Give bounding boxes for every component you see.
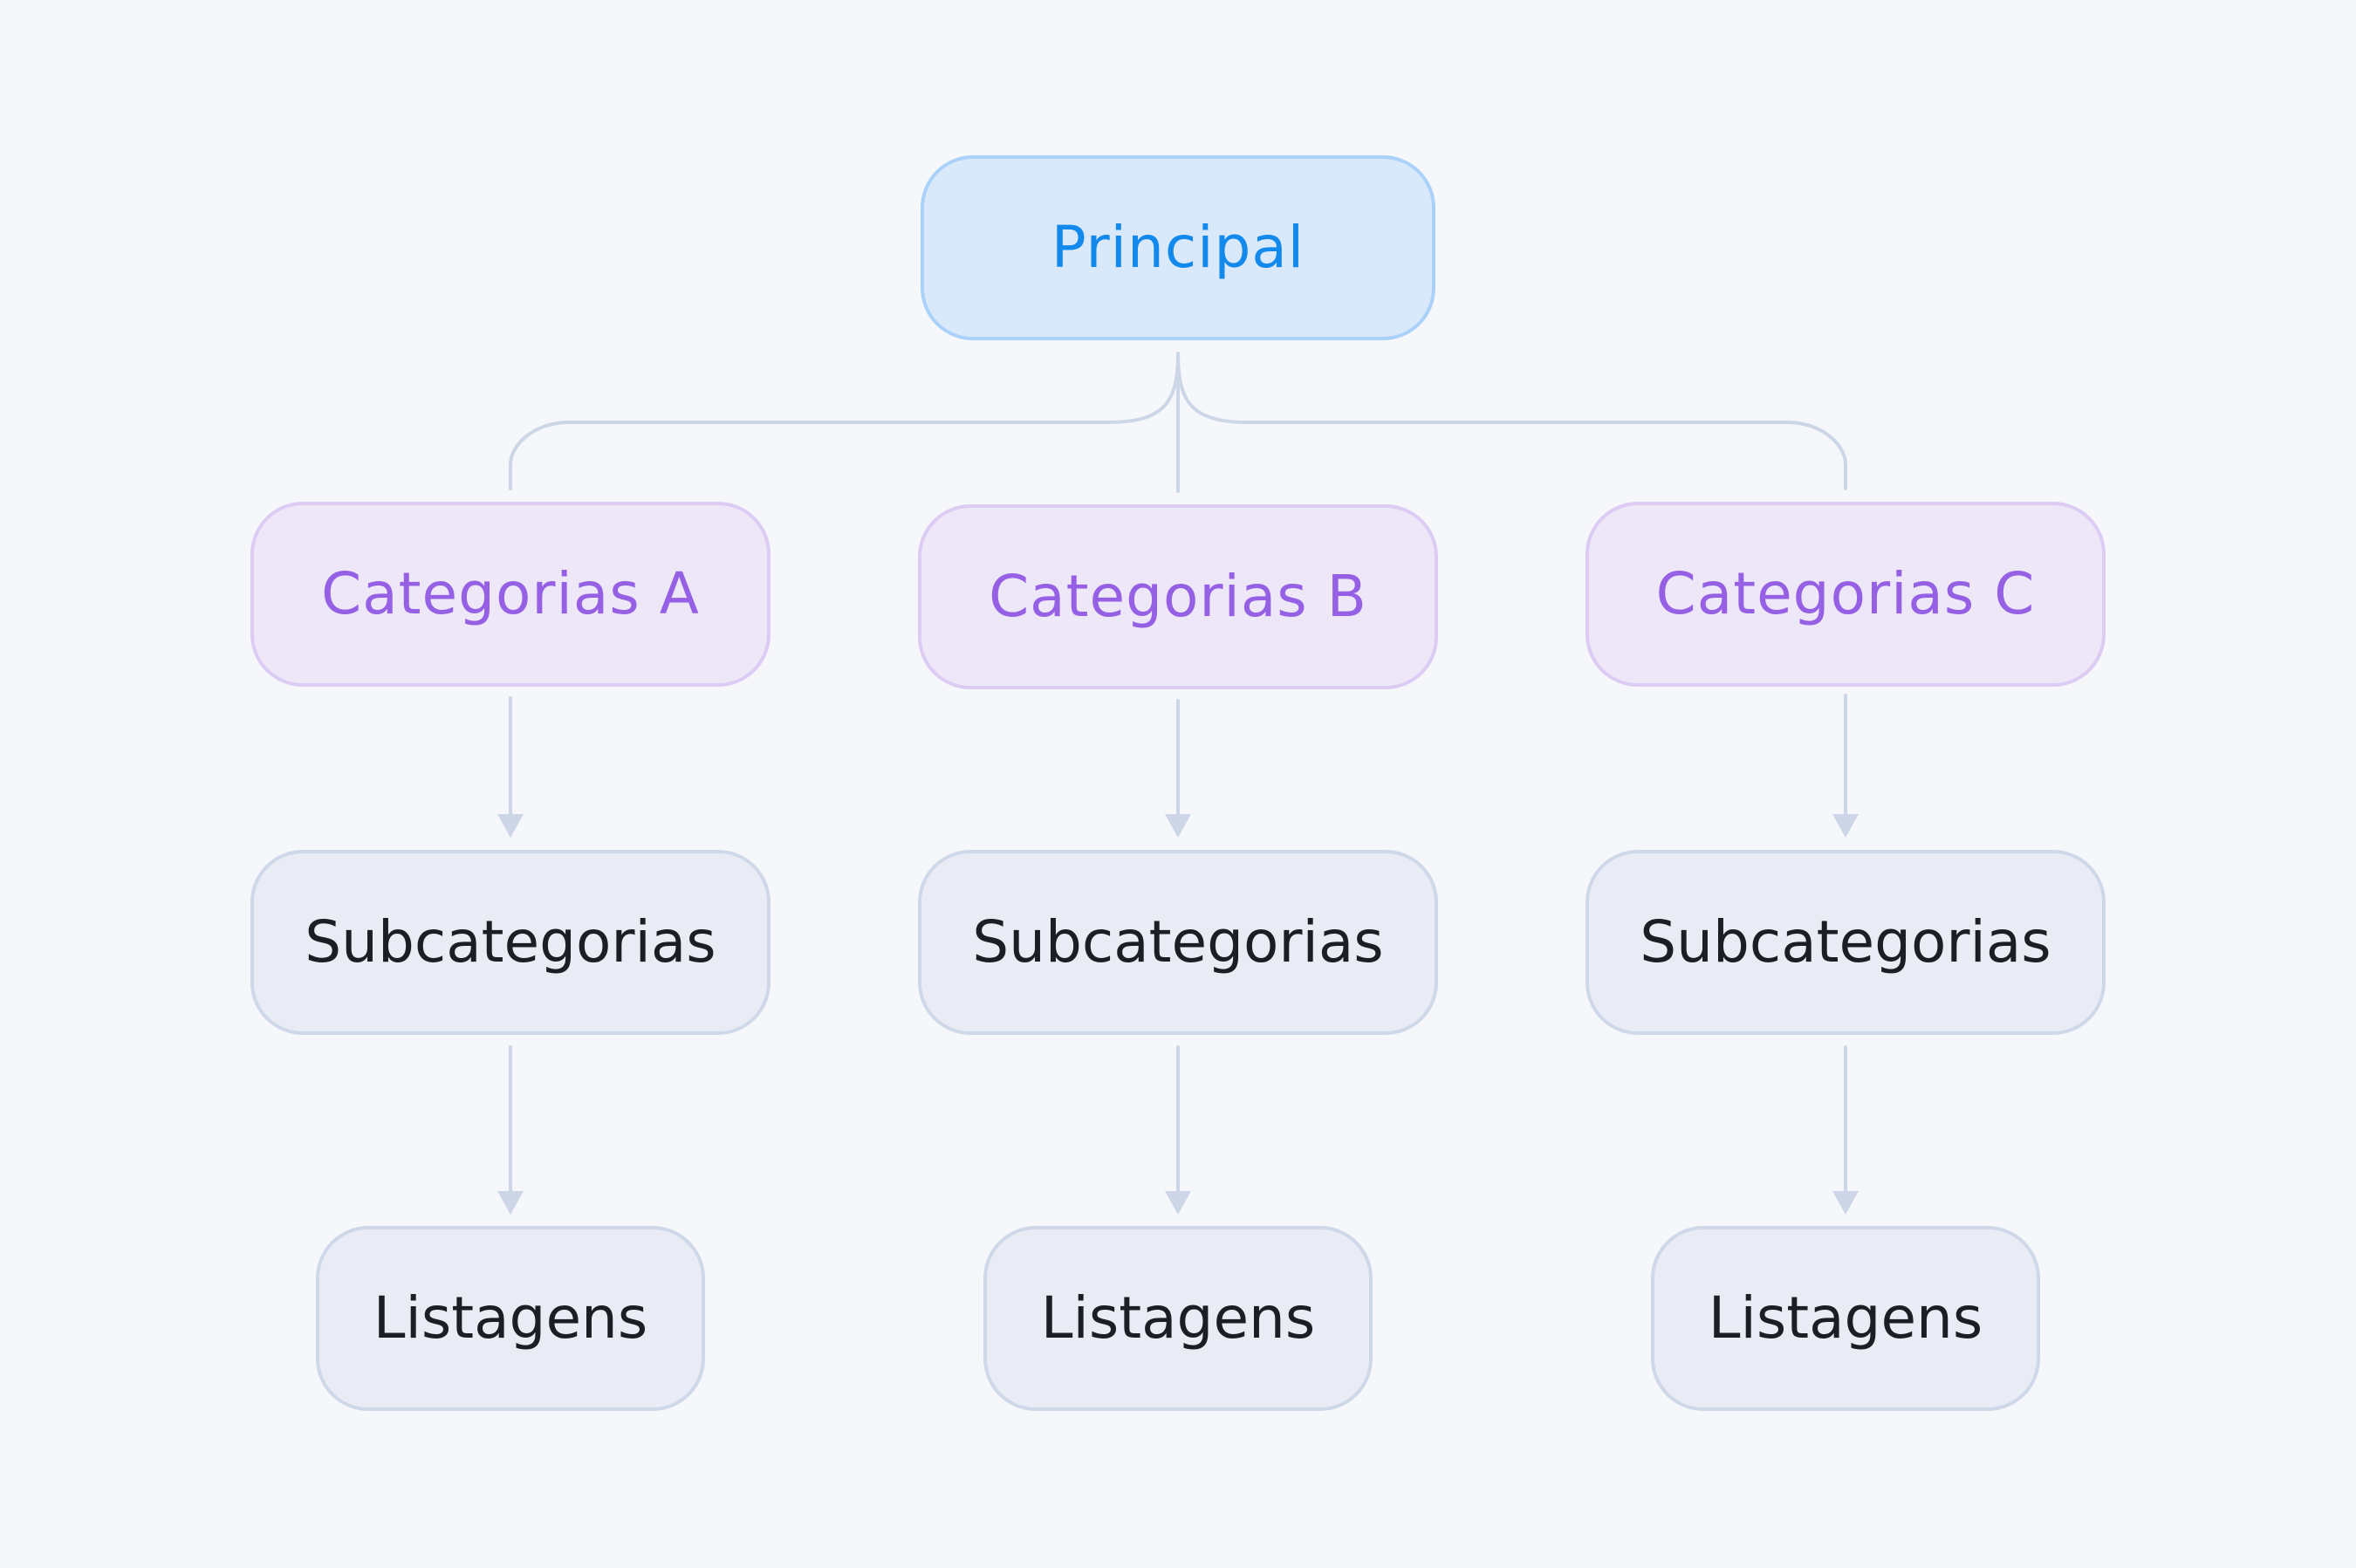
subcategory-node-b: Subcategorias — [918, 850, 1438, 1035]
arrowhead-a-1 — [497, 814, 524, 838]
category-node-label: Categorias C — [1655, 560, 2036, 627]
category-node-c: Categorias C — [1586, 502, 2106, 687]
subcategory-node-label: Subcategorias — [305, 908, 716, 976]
category-node-b: Categorias B — [918, 504, 1438, 689]
arrowhead-c-1 — [1832, 814, 1859, 838]
category-node-a: Categorias A — [250, 502, 770, 687]
category-node-label: Categorias A — [321, 560, 700, 627]
listing-node-label: Listagens — [1708, 1284, 1983, 1352]
subcategory-node-a: Subcategorias — [250, 850, 770, 1035]
listing-node-a: Listagens — [316, 1226, 705, 1411]
root-node-label: Principal — [1051, 214, 1305, 281]
listing-node-c: Listagens — [1651, 1226, 2040, 1411]
arrowhead-a-2 — [497, 1191, 524, 1215]
branch-connector-a — [509, 352, 1180, 490]
arrowhead-c-2 — [1832, 1191, 1859, 1215]
listing-node-label: Listagens — [1040, 1284, 1316, 1352]
arrowhead-b-1 — [1165, 814, 1191, 838]
listing-node-label: Listagens — [373, 1284, 648, 1352]
subcategory-node-label: Subcategorias — [972, 908, 1384, 976]
listing-node-b: Listagens — [983, 1226, 1373, 1411]
category-node-label: Categorias B — [989, 563, 1367, 630]
arrowhead-b-2 — [1165, 1191, 1191, 1215]
subcategory-node-c: Subcategorias — [1586, 850, 2106, 1035]
branch-connector-c — [1176, 352, 1847, 490]
root-node-principal: Principal — [921, 155, 1435, 340]
subcategory-node-label: Subcategorias — [1640, 908, 2051, 976]
